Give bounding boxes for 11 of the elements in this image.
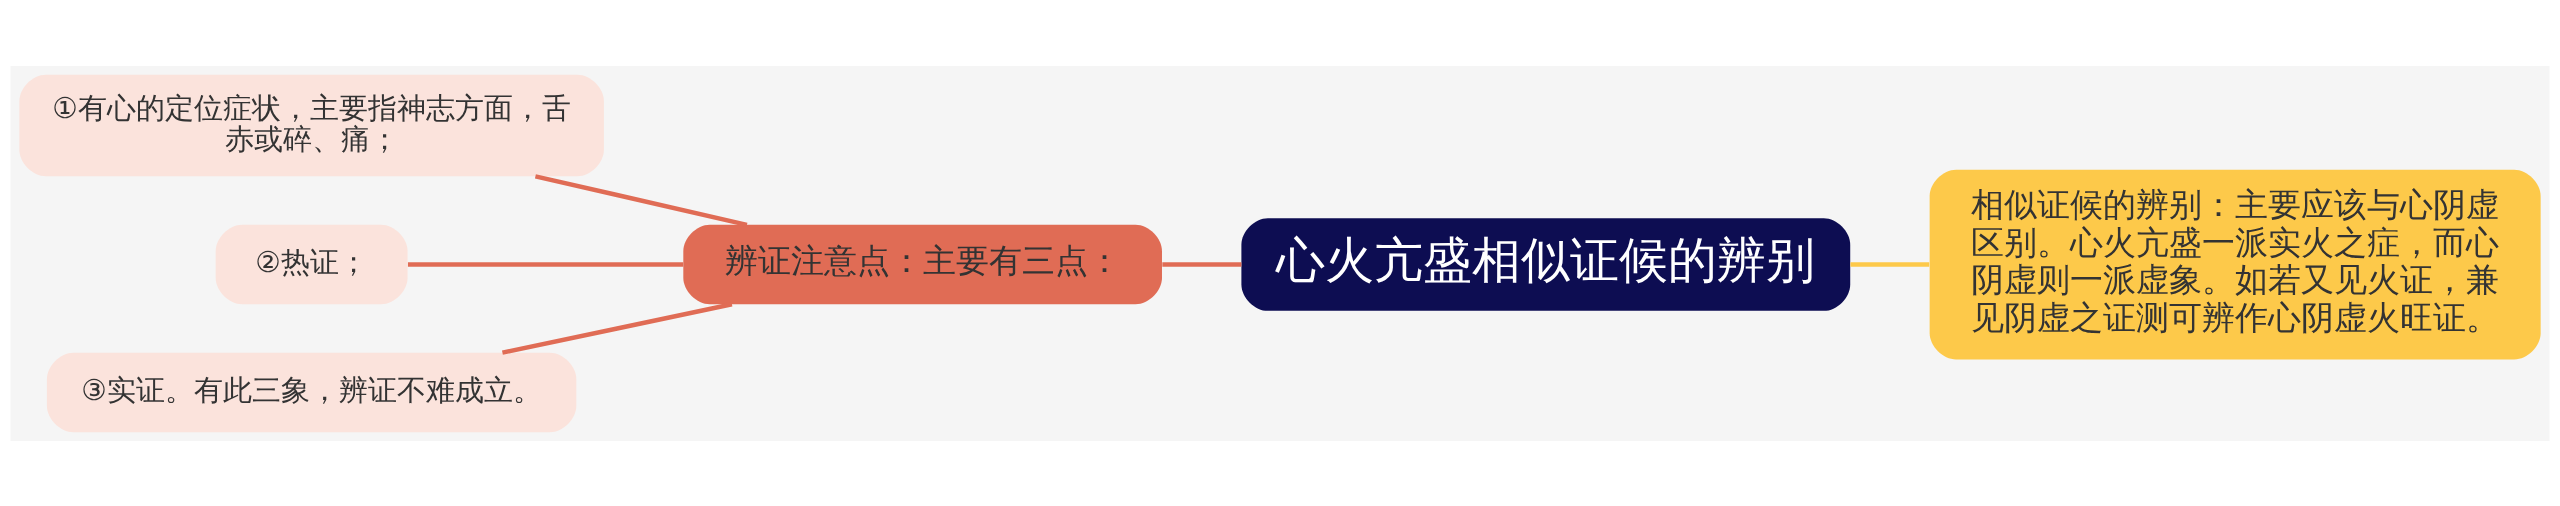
node-box: 心火亢盛相似证候的辨别 [1241, 217, 1851, 311]
node-box: ②热证； [215, 224, 408, 304]
node-box: ①有心的定位症状，主要指神志方面，舌赤或碎、痛； [19, 74, 604, 176]
connector [534, 173, 748, 227]
connector [501, 301, 733, 355]
node-box: ③实证。有此三象，辨证不难成立。 [46, 352, 577, 432]
node-box: 相似证候的辨别：主要应该与心阴虚区别。心火亢盛一派实火之症，而心阴虚则一派虚象。如若又见火证，兼见阴虚之证测可辨作心阴虚火旺证。 [1929, 169, 2541, 359]
node-box: 辨证注意点：主要有三点： [683, 224, 1162, 304]
connector [407, 261, 684, 267]
connector [1162, 261, 1242, 267]
connector [1850, 261, 1930, 267]
